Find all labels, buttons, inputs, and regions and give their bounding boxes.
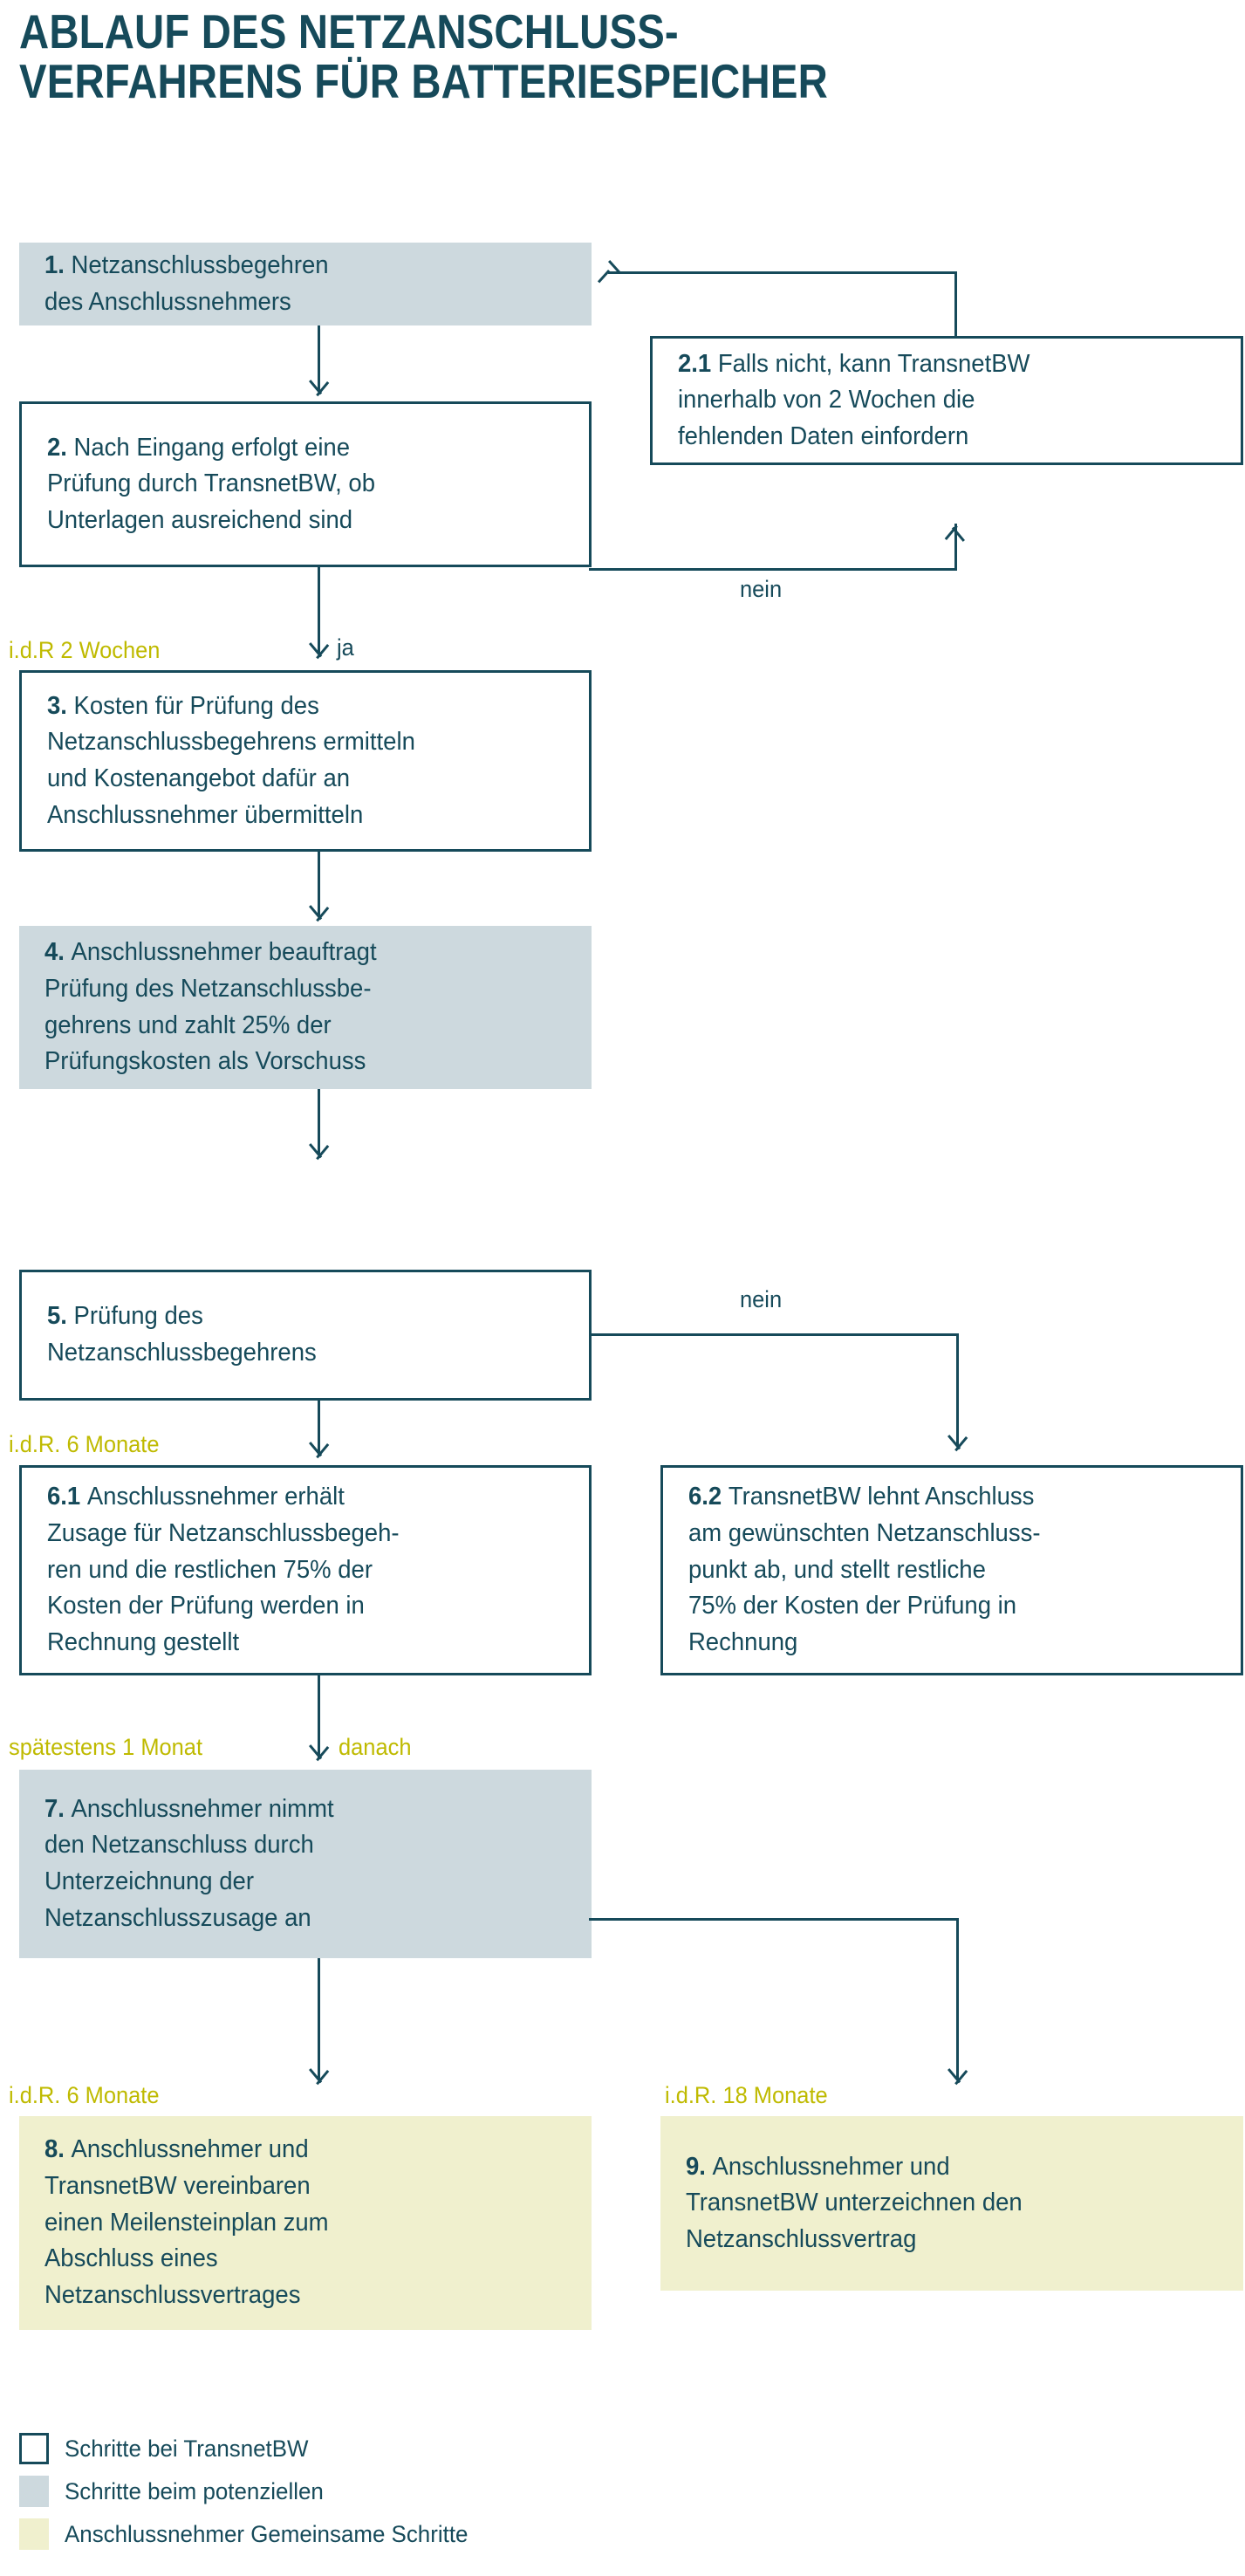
edge-label-ja: ja <box>337 634 354 661</box>
flow-node-8[interactable]: 8. Anschlussnehmer und TransnetBW verein… <box>19 2116 592 2330</box>
flow-node-9-text: 9. Anschlussnehmer und TransnetBW unterz… <box>660 2149 1223 2258</box>
flow-node-8-number: 8. <box>44 2135 72 2164</box>
page-title: ABLAUF DES NETZANSCHLUSS- VERFAHRENS FÜR… <box>19 4 828 109</box>
flow-node-2-text: 2. Nach Eingang erfolgt eine Prüfung dur… <box>22 430 569 539</box>
edge-5-to-61-arrowhead-down <box>309 1442 330 1464</box>
flow-node-4-text: 4. Anschlussnehmer beauftragt Prüfung de… <box>19 935 571 1079</box>
flow-node-6-2-body: TransnetBW lehnt Anschluss am gewünschte… <box>687 1483 1041 1656</box>
flow-node-4-number: 4. <box>44 938 72 967</box>
flow-node-7-body: Anschlussnehmer nimmt den Netzanschluss … <box>44 1794 334 1932</box>
edge-5-to-62-arrowhead-down <box>947 1435 968 1457</box>
flow-node-5-number: 5. <box>46 1302 74 1331</box>
legend-label-gemeinsame-schritte: Anschlussnehmer Gemeinsame Schritte <box>65 2521 469 2547</box>
legend-swatch-outline-icon <box>19 2433 49 2464</box>
edge-label-danach: danach <box>339 1734 412 1760</box>
flow-node-7-text: 7. Anschlussnehmer nimmt den Netzanschlu… <box>19 1792 571 1936</box>
legend-label-potenzieller-anschlussnehmer: Schritte beim potenziellen <box>65 2478 324 2504</box>
edge-label-idr-6-monate-a: i.d.R. 6 Monate <box>9 1431 160 1457</box>
edge-7-to-9-arrowhead-down <box>947 2068 968 2091</box>
edge-4-to-5-line <box>318 1089 320 1155</box>
flow-node-3-number: 3. <box>46 691 74 720</box>
flow-node-2[interactable]: 2. Nach Eingang erfolgt eine Prüfung dur… <box>19 401 592 567</box>
flow-node-2-body: Nach Eingang erfolgt eine Prüfung durch … <box>46 433 376 534</box>
legend: Schritte bei TransnetBW Schritte beim po… <box>19 2429 682 2558</box>
flow-node-6-2-text: 6.2 TransnetBW lehnt Anschluss am gewüns… <box>663 1479 1221 1661</box>
flow-node-4[interactable]: 4. Anschlussnehmer beauftragt Prüfung de… <box>19 926 592 1089</box>
edge-2-to-21-arrowhead-up <box>944 522 966 543</box>
edge-21-to-1-vertical <box>954 271 957 339</box>
edge-2-to-21-horizontal <box>589 568 957 571</box>
flow-node-7-number: 7. <box>44 1794 72 1823</box>
edge-label-idr-6-monate-b: i.d.R. 6 Monate <box>9 2082 160 2108</box>
flow-node-1-number: 1. <box>44 250 72 279</box>
flow-node-6-2[interactable]: 6.2 TransnetBW lehnt Anschluss am gewüns… <box>660 1465 1243 1675</box>
flow-node-2-1-body: Falls nicht, kann TransnetBW innerhalb v… <box>677 349 1030 450</box>
edge-3-to-4-line <box>318 851 320 917</box>
edge-label-nein-1: nein <box>740 576 783 602</box>
flow-node-5[interactable]: 5. Prüfung des Netzanschlussbegehrens <box>19 1270 592 1401</box>
edge-7-to-8-arrowhead-down <box>309 2068 330 2091</box>
flow-node-6-1-text: 6.1 Anschlussnehmer erhält Zusage für Ne… <box>22 1479 569 1661</box>
edge-1-to-2-line <box>318 325 320 392</box>
legend-item-potenzieller-anschlussnehmer: Schritte beim potenziellen <box>19 2472 682 2515</box>
flow-node-2-1-text: 2.1 Falls nicht, kann TransnetBW innerha… <box>653 346 1220 456</box>
flow-node-7[interactable]: 7. Anschlussnehmer nimmt den Netzanschlu… <box>19 1770 592 1958</box>
edge-3-to-4-arrowhead-down <box>309 905 330 928</box>
flow-node-6-2-number: 6.2 <box>687 1483 729 1511</box>
legend-item-transnetbw: Schritte bei TransnetBW <box>19 2429 682 2472</box>
flow-node-5-body: Prüfung des Netzanschlussbegehrens <box>46 1302 317 1367</box>
edge-1-to-2-arrowhead-down <box>309 380 330 402</box>
flow-node-2-1[interactable]: 2.1 Falls nicht, kann TransnetBW innerha… <box>650 336 1243 465</box>
legend-swatch-grey-icon <box>19 2476 49 2507</box>
edge-label-idr-18-monate: i.d.R. 18 Monate <box>665 2082 828 2108</box>
flow-node-8-text: 8. Anschlussnehmer und TransnetBW verein… <box>19 2132 571 2313</box>
flow-node-3-body: Kosten für Prüfung des Netzanschlussbege… <box>46 691 415 829</box>
legend-label-transnetbw: Schritte bei TransnetBW <box>65 2436 309 2462</box>
flow-node-9-body: Anschlussnehmer und TransnetBW unterzeic… <box>685 2152 1023 2253</box>
edge-7-to-9-horizontal <box>589 1918 959 1921</box>
flow-node-9[interactable]: 9. Anschlussnehmer und TransnetBW unterz… <box>660 2116 1243 2291</box>
flow-node-2-number: 2. <box>46 433 74 462</box>
flow-node-3-text: 3. Kosten für Prüfung des Netzanschlussb… <box>22 689 569 833</box>
flow-node-8-body: Anschlussnehmer und TransnetBW vereinbar… <box>44 2135 329 2309</box>
edge-7-to-8-line <box>318 1958 320 2080</box>
edge-5-to-62-horizontal <box>589 1333 959 1336</box>
flow-node-5-text: 5. Prüfung des Netzanschlussbegehrens <box>22 1298 569 1371</box>
edge-2-to-3-arrowhead-down <box>309 642 330 665</box>
edge-label-spaetestens-1-monat: spätestens 1 Monat <box>9 1734 203 1760</box>
edge-5-to-62-vertical <box>956 1333 959 1447</box>
flow-node-2-1-number: 2.1 <box>677 349 718 378</box>
flow-node-1-text: 1. Netzanschlussbegehren des Anschlussne… <box>19 248 571 320</box>
flow-node-9-number: 9. <box>685 2152 713 2181</box>
edge-21-to-1-horizontal <box>608 271 957 274</box>
edge-2-to-21-vertical <box>954 524 957 571</box>
legend-item-gemeinsame-schritte: Anschlussnehmer Gemeinsame Schritte <box>19 2515 682 2558</box>
edge-61-to-7-arrowhead-down <box>309 1744 330 1767</box>
flow-node-6-1-body: Anschlussnehmer erhält Zusage für Netzan… <box>46 1483 400 1656</box>
flow-node-3[interactable]: 3. Kosten für Prüfung des Netzanschlussb… <box>19 670 592 852</box>
legend-swatch-cream-icon <box>19 2518 49 2550</box>
edge-7-to-9-vertical <box>956 1918 959 2079</box>
edge-4-to-5-arrowhead-down <box>309 1143 330 1166</box>
flow-node-4-body: Anschlussnehmer beauftragt Prüfung des N… <box>44 938 377 1076</box>
edge-61-to-7-line <box>318 1675 320 1758</box>
edge-2-to-3-line <box>318 567 320 654</box>
edge-label-idr-2-wochen: i.d.R 2 Wochen <box>9 637 161 663</box>
flow-node-1-body: Netzanschlussbegehren des Anschlussnehme… <box>44 250 329 316</box>
edge-21-to-1-arrowhead-left <box>597 259 626 286</box>
flow-node-1[interactable]: 1. Netzanschlussbegehren des Anschlussne… <box>19 243 592 325</box>
flow-node-6-1-number: 6.1 <box>46 1483 87 1511</box>
flow-node-6-1[interactable]: 6.1 Anschlussnehmer erhält Zusage für Ne… <box>19 1465 592 1675</box>
edge-label-nein-2: nein <box>740 1286 783 1312</box>
edge-5-to-61-line <box>318 1401 320 1455</box>
